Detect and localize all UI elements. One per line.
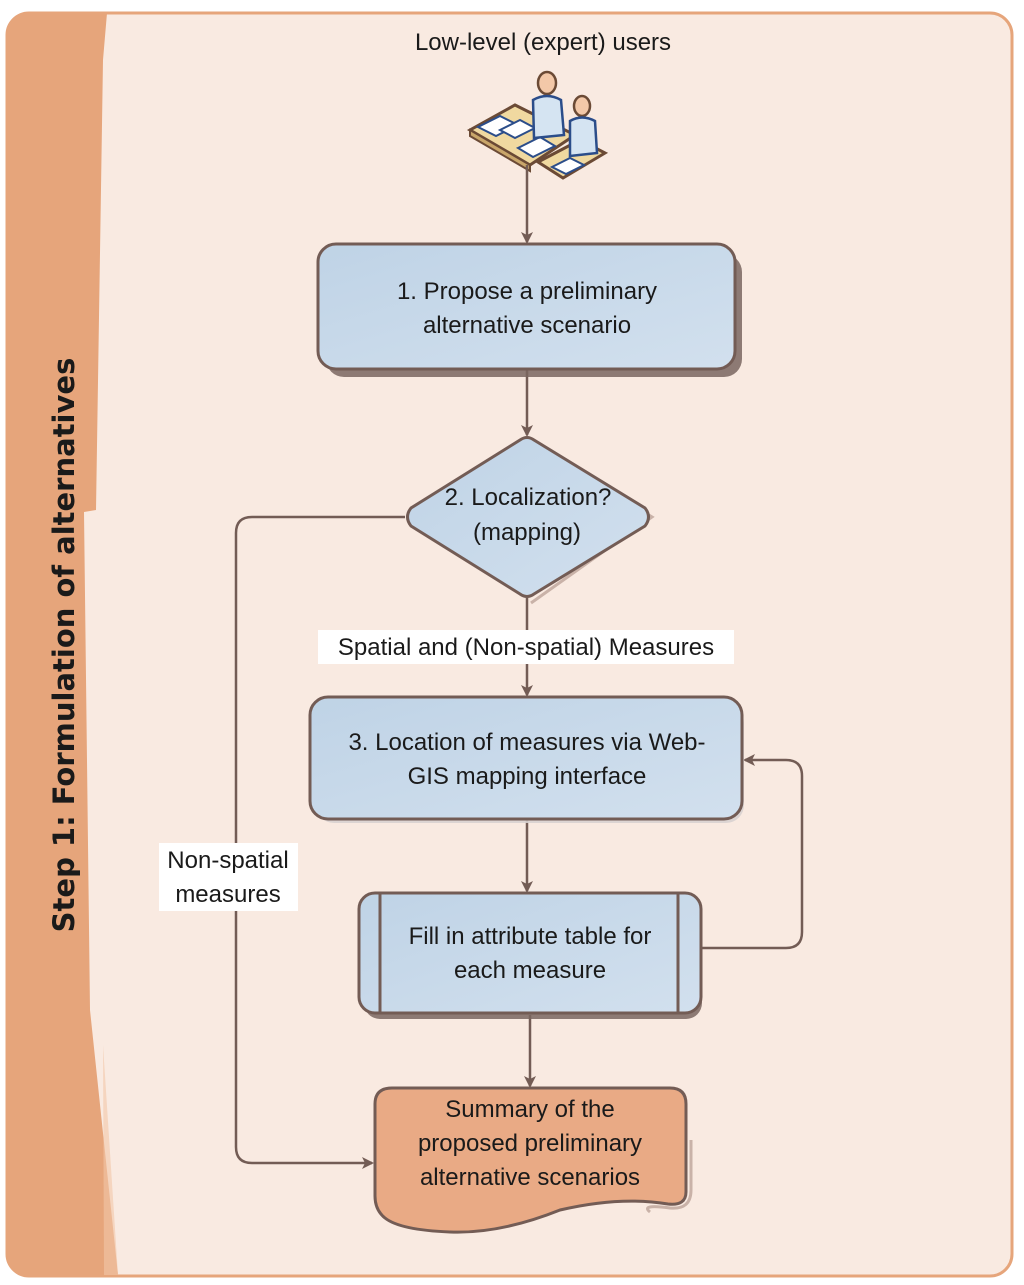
node-location: 3. Location of measures via Web- GIS map… (308, 695, 744, 823)
edge-label: Non-spatial (167, 847, 288, 874)
node-label: (mapping) (473, 519, 581, 546)
node-attribute: Fill in attribute table for each measure (357, 891, 703, 1019)
lane-title: Step 1: Formulation of alternatives (47, 358, 81, 933)
edge-label: measures (175, 881, 280, 908)
node-label: alternative scenario (423, 312, 631, 339)
edge-localization-to-summary (234, 515, 405, 1169)
lane-band (7, 13, 118, 1275)
process-box (316, 242, 737, 371)
node-label: GIS mapping interface (408, 763, 647, 790)
edge-attribute-to-location (700, 754, 804, 950)
node-summary: Summary of the proposed preliminary alte… (373, 1086, 693, 1234)
edge-label-non-spatial: Non-spatial measures (159, 843, 298, 911)
actor: Low-level (expert) users (415, 29, 671, 180)
node-label: 1. Propose a preliminary (397, 278, 657, 305)
node-label: proposed preliminary (418, 1130, 642, 1157)
edges (234, 165, 804, 1169)
node-localization: 2. Localization? (mapping) (406, 436, 655, 605)
node-label: Summary of the (445, 1096, 614, 1123)
users-at-desk-icon (466, 70, 609, 180)
document-shape (373, 1086, 688, 1234)
edge-label-spatial: Spatial and (Non-spatial) Measures (318, 630, 734, 664)
actor-label: Low-level (expert) users (415, 29, 671, 56)
node-label: 3. Location of measures via Web- (348, 729, 705, 756)
node-propose: 1. Propose a preliminary alternative sce… (316, 242, 742, 377)
node-label: alternative scenarios (420, 1164, 640, 1191)
edge-label: Spatial and (Non-spatial) Measures (338, 634, 714, 661)
lane-band-sliver (103, 1045, 118, 1275)
node-label: Fill in attribute table for (409, 923, 652, 950)
decision-diamond (406, 436, 650, 598)
node-label: each measure (454, 957, 606, 984)
predefined-process-box (357, 891, 703, 1015)
process-box (308, 695, 744, 821)
node-label: 2. Localization? (445, 484, 612, 511)
